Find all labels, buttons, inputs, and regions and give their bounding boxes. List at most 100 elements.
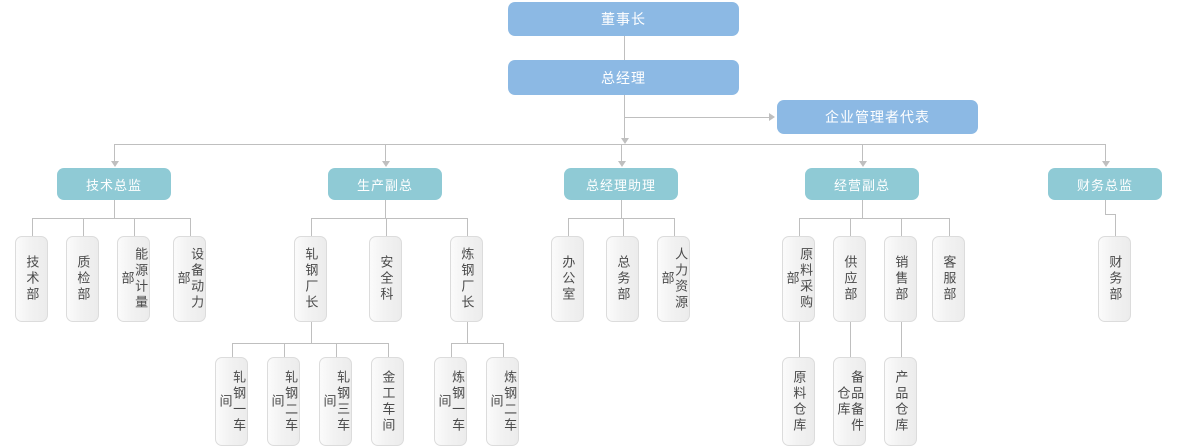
dept-supply-dept-label: 供应部 xyxy=(842,255,858,303)
child-bus-line xyxy=(451,343,503,344)
child-bus-line xyxy=(32,218,190,219)
unit-product-wh-label: 产品仓库 xyxy=(893,369,909,434)
dept-purchase-dept[interactable]: 原料采购部 xyxy=(782,236,815,322)
connector-line xyxy=(901,218,902,236)
unit-smelt-ws-1-label: 炼钢一车间 xyxy=(436,369,466,434)
connector-line xyxy=(311,218,312,236)
connector-line xyxy=(311,322,312,343)
dept-general-dept-label: 总务部 xyxy=(615,255,631,303)
unit-smelt-ws-1[interactable]: 炼钢一车间 xyxy=(434,357,467,446)
connector-line xyxy=(503,343,504,357)
unit-rolling-ws-1[interactable]: 轧钢一车间 xyxy=(215,357,248,446)
connector-line xyxy=(336,343,337,357)
connector-line xyxy=(114,144,115,162)
dept-equipment-dept-label: 设备动力部 xyxy=(175,247,205,311)
connector-line xyxy=(386,218,387,236)
mgr-production-vp[interactable]: 生产副总 xyxy=(328,168,442,200)
mgr-operations-vp[interactable]: 经营副总 xyxy=(805,168,919,200)
connector-arrow-down xyxy=(620,138,629,144)
exec-mgmt-rep[interactable]: 企业管理者代表 xyxy=(777,100,978,134)
dept-smelt-head[interactable]: 炼钢厂长 xyxy=(450,236,483,322)
dept-sales-dept[interactable]: 销售部 xyxy=(884,236,917,322)
child-bus-line xyxy=(568,218,674,219)
dept-hr-dept[interactable]: 人力资源部 xyxy=(657,236,690,322)
dept-smelt-head-label: 炼钢厂长 xyxy=(459,247,475,311)
dept-rolling-head[interactable]: 轧钢厂长 xyxy=(294,236,327,322)
connector-line xyxy=(134,218,135,236)
dept-office-dept[interactable]: 办公室 xyxy=(551,236,584,322)
unit-raw-wh[interactable]: 原料仓库 xyxy=(782,357,815,446)
connector-line xyxy=(624,36,625,60)
unit-product-wh[interactable]: 产品仓库 xyxy=(884,357,917,446)
unit-rolling-ws-3-label: 轧钢三车间 xyxy=(321,369,351,434)
unit-rolling-ws-2[interactable]: 轧钢二车间 xyxy=(267,357,300,446)
dept-tech-dept-label: 技术部 xyxy=(24,255,40,303)
connector-line xyxy=(901,322,902,357)
dept-purchase-dept-label: 原料采购部 xyxy=(784,247,814,311)
exec-gm[interactable]: 总经理 xyxy=(508,60,739,95)
connector-arrow-right xyxy=(769,113,775,121)
connector-line xyxy=(624,95,625,142)
mgr-tech-director[interactable]: 技术总监 xyxy=(57,168,171,200)
connector-line xyxy=(862,144,863,162)
connector-line xyxy=(862,200,863,218)
dept-hr-dept-label: 人力资源部 xyxy=(659,247,689,311)
connector-line xyxy=(850,322,851,357)
connector-line xyxy=(674,218,675,236)
dept-energy-dept[interactable]: 能源计量部 xyxy=(117,236,150,322)
connector-arrow-down xyxy=(1101,161,1110,167)
connector-line xyxy=(799,218,800,236)
exec-chairman-label: 董事长 xyxy=(601,11,646,27)
dept-finance-dept-label: 财务部 xyxy=(1107,255,1123,303)
connector-line xyxy=(232,343,233,357)
connector-arrow-down xyxy=(617,161,626,167)
dept-supply-dept[interactable]: 供应部 xyxy=(833,236,866,322)
mgr-finance-director-label: 财务总监 xyxy=(1076,177,1133,193)
connector-line xyxy=(1105,214,1115,215)
unit-smelt-ws-2[interactable]: 炼钢二车间 xyxy=(486,357,519,446)
unit-raw-wh-label: 原料仓库 xyxy=(791,369,807,434)
mgr-gm-assistant-label: 总经理助理 xyxy=(585,177,656,193)
dept-general-dept[interactable]: 总务部 xyxy=(606,236,639,322)
connector-arrow-down xyxy=(381,161,390,167)
connector-line xyxy=(114,200,115,218)
dept-safety-dept-label: 安全科 xyxy=(378,255,394,303)
unit-spare-wh[interactable]: 备品备件仓库 xyxy=(833,357,866,446)
dept-tech-dept[interactable]: 技术部 xyxy=(15,236,48,322)
connector-line xyxy=(1105,144,1106,162)
dept-sales-dept-label: 销售部 xyxy=(893,255,909,303)
connector-line xyxy=(621,144,622,162)
unit-rolling-ws-3[interactable]: 轧钢三车间 xyxy=(319,357,352,446)
connector-line xyxy=(850,218,851,236)
dept-energy-dept-label: 能源计量部 xyxy=(119,247,149,311)
child-bus-line xyxy=(799,218,949,219)
connector-line xyxy=(451,343,452,357)
mgr-gm-assistant[interactable]: 总经理助理 xyxy=(564,168,678,200)
dept-service-dept[interactable]: 客服部 xyxy=(932,236,965,322)
connector-line xyxy=(467,322,468,343)
unit-metal-ws-label: 金工车间 xyxy=(380,369,396,434)
connector-line xyxy=(799,322,800,357)
dept-service-dept-label: 客服部 xyxy=(941,255,957,303)
connector-line xyxy=(467,218,468,236)
connector-to-mgmt-rep xyxy=(624,117,769,118)
mgr-production-vp-label: 生产副总 xyxy=(356,177,413,193)
connector-line xyxy=(32,218,33,236)
connector-line xyxy=(385,144,386,162)
connector-line xyxy=(1105,200,1106,214)
dept-finance-dept[interactable]: 财务部 xyxy=(1098,236,1131,322)
exec-gm-label: 总经理 xyxy=(601,69,646,86)
unit-rolling-ws-1-label: 轧钢一车间 xyxy=(217,369,247,434)
dept-office-dept-label: 办公室 xyxy=(560,255,576,303)
unit-metal-ws[interactable]: 金工车间 xyxy=(371,357,404,446)
dept-qc-dept-label: 质检部 xyxy=(75,255,91,303)
dept-equipment-dept[interactable]: 设备动力部 xyxy=(173,236,206,322)
connector-line xyxy=(623,218,624,236)
exec-chairman[interactable]: 董事长 xyxy=(508,2,739,36)
connector-line xyxy=(190,218,191,236)
dept-safety-dept[interactable]: 安全科 xyxy=(369,236,402,322)
child-bus-line xyxy=(232,343,388,344)
mgr-finance-director[interactable]: 财务总监 xyxy=(1048,168,1162,200)
dept-qc-dept[interactable]: 质检部 xyxy=(66,236,99,322)
